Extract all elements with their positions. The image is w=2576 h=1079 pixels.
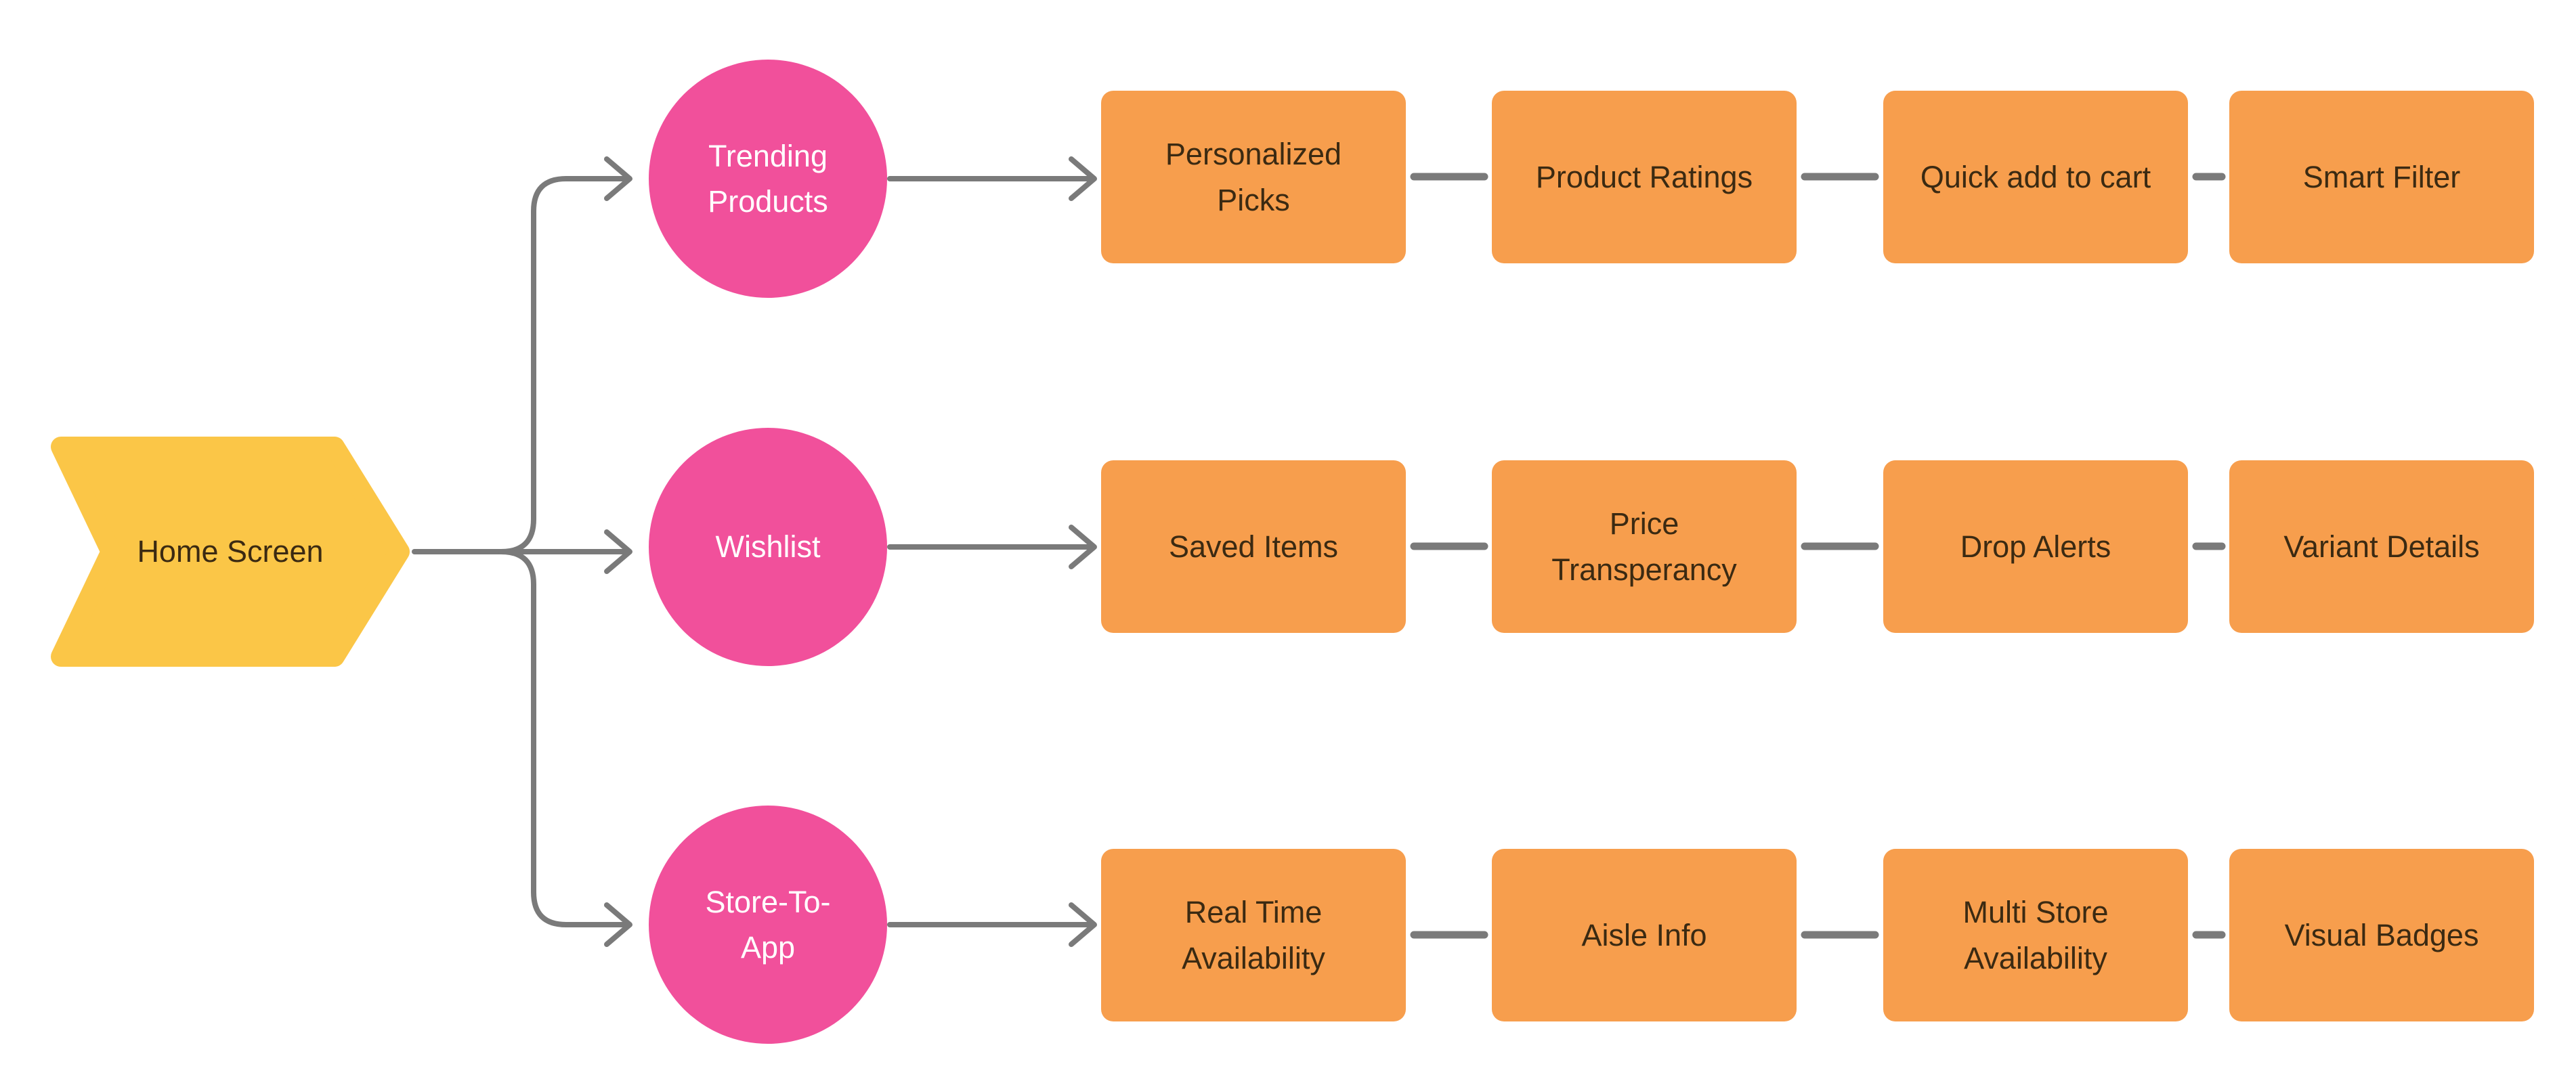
arrowhead-real-time <box>1069 902 1097 947</box>
node-wishlist: Wishlist <box>649 428 887 666</box>
connector-branch-up <box>498 176 626 554</box>
node-variant-details-label: Variant Details <box>2283 529 2480 564</box>
node-visual-badges-label: Visual Badges <box>2284 917 2479 952</box>
node-quick-add-to-cart-label: Quick add to cart <box>1920 159 2151 194</box>
node-trending-products-label: Trending Products <box>708 138 828 219</box>
node-store-to-app-label: Store-To-App <box>705 884 831 965</box>
node-real-time-availability-label: Real Time Availability <box>1182 895 1325 975</box>
node-saved-items-label: Saved Items <box>1168 529 1339 564</box>
arrowhead-personalized-picks <box>1069 156 1097 201</box>
node-wishlist-label: Wishlist <box>715 529 821 565</box>
node-store-to-app: Store-To-App <box>649 806 887 1044</box>
node-aisle-info: Aisle Info <box>1492 849 1797 1021</box>
node-multi-store-availability: Multi Store Availability <box>1883 849 2188 1021</box>
node-aisle-info-label: Aisle Info <box>1581 917 1707 952</box>
node-home-screen: Home Screen <box>49 437 411 667</box>
arrowhead-store-to-app <box>604 902 632 947</box>
node-product-ratings: Product Ratings <box>1492 91 1797 263</box>
node-trending-products: Trending Products <box>649 60 887 298</box>
node-smart-filter: Smart Filter <box>2229 91 2534 263</box>
node-smart-filter-label: Smart Filter <box>2302 159 2461 194</box>
node-real-time-availability: Real Time Availability <box>1101 849 1406 1021</box>
node-personalized-picks-label: Personalized Picks <box>1165 137 1342 217</box>
home-screen-chevron-shape <box>51 437 410 667</box>
node-quick-add-to-cart: Quick add to cart <box>1883 91 2188 263</box>
arrowhead-saved-items <box>1069 525 1097 569</box>
node-variant-details: Variant Details <box>2229 460 2534 633</box>
node-personalized-picks: Personalized Picks <box>1101 91 1406 263</box>
node-price-transperancy-label: Price Transperancy <box>1551 506 1737 587</box>
arrowhead-trending <box>604 156 632 201</box>
node-drop-alerts: Drop Alerts <box>1883 460 2188 633</box>
arrowhead-wishlist <box>604 529 632 574</box>
node-saved-items: Saved Items <box>1101 460 1406 633</box>
node-price-transperancy: Price Transperancy <box>1492 460 1797 633</box>
node-product-ratings-label: Product Ratings <box>1535 159 1753 194</box>
node-home-screen-label: Home Screen <box>137 534 324 569</box>
node-multi-store-availability-label: Multi Store Availability <box>1962 895 2109 975</box>
connector-branch-down <box>498 549 626 927</box>
node-drop-alerts-label: Drop Alerts <box>1960 529 2111 564</box>
node-visual-badges: Visual Badges <box>2229 849 2534 1021</box>
